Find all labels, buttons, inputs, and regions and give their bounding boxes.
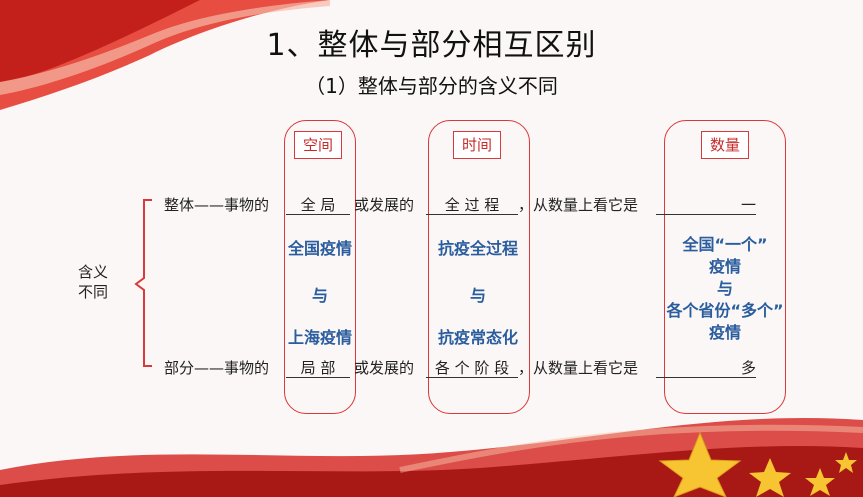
tag-time: 时间 [453,131,501,159]
row-whole-blank-quantity: 一 [656,194,756,215]
row-part-mid: 或发展的 [354,359,415,377]
quantity-column-box [664,120,786,414]
example-quantity-line2: 疫情 [708,257,741,276]
row-part-blank-process: 各 个 阶 段 [426,357,518,378]
row-whole-blank-process: 全 过 程 [426,194,518,215]
meaning-label: 含义 不同 [78,262,118,302]
time-column-box [428,120,530,414]
row-whole-prefix: 整体——事物的 [164,196,270,214]
page-title: 1、整体与部分相互区别 [266,28,597,63]
example-space-line1: 全国疫情 [287,239,352,258]
row-part-tail: ，从数量上看它是 [518,359,639,377]
row-whole-tail: ，从数量上看它是 [518,196,639,214]
meaning-label-line1: 含义 [78,263,109,281]
row-whole: 整体——事物的 全 局 或发展的 全 过 程 ，从数量上看它是 一 [164,194,764,216]
example-quantity-line5: 疫情 [708,323,741,342]
row-part: 部分——事物的 局 部 或发展的 各 个 阶 段 ，从数量上看它是 多 [164,357,764,379]
row-part-blank-scope: 局 部 [286,357,350,378]
left-brace [134,199,152,367]
meaning-label-line2: 不同 [78,283,109,301]
example-quantity-line4: 各个省份“多个” [666,301,784,320]
row-part-prefix: 部分——事物的 [164,359,270,377]
example-time-line3: 抗疫常态化 [437,328,518,347]
example-quantity-line3: 与 [716,279,733,298]
example-quantity-line1: 全国“一个” [682,235,768,254]
example-space-line3: 上海疫情 [287,328,352,347]
example-time-line2: 与 [469,286,486,305]
page-subtitle: （1）整体与部分的含义不同 [305,74,558,98]
row-whole-mid: 或发展的 [354,196,415,214]
space-column-box [284,120,356,414]
row-part-blank-quantity: 多 [656,357,756,378]
red-ribbon-decoration [0,0,330,110]
row-whole-blank-scope: 全 局 [286,194,350,215]
tag-space: 空间 [294,131,342,159]
tag-quantity: 数量 [701,131,749,159]
example-space-line2: 与 [311,286,328,305]
example-time-line1: 抗疫全过程 [437,239,518,258]
